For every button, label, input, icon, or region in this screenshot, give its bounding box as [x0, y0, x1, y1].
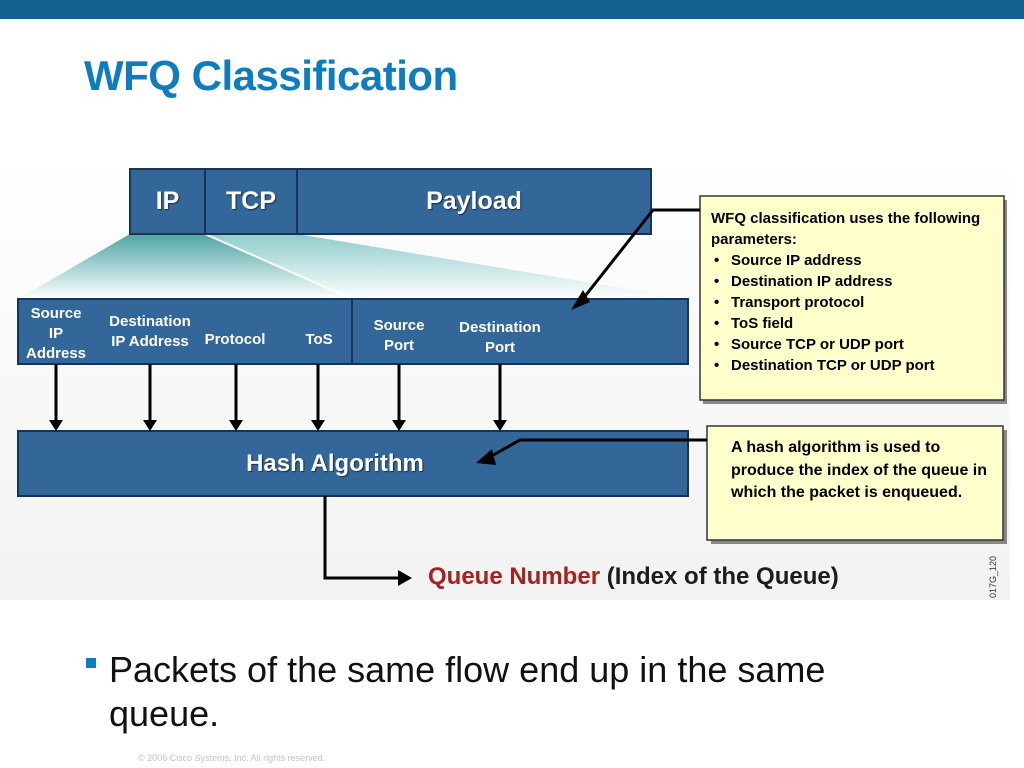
packet-payload-label: Payload: [426, 187, 522, 215]
field-source-ip: Source IP Address: [25, 305, 87, 362]
hash-algorithm-label: Hash Algorithm: [246, 449, 424, 477]
ip-fan: [18, 234, 352, 299]
params-callout: WFQ classification uses the following pa…: [711, 208, 999, 376]
params-list-item: •Source IP address: [714, 252, 862, 269]
field-protocol: Protocol: [204, 331, 266, 348]
field-destination-ip: Destination IP Address: [109, 313, 191, 350]
params-list: •Source IP address •Destination IP addre…: [711, 250, 999, 376]
bullet-text: Packets of the same flow end up in the s…: [109, 649, 826, 734]
tcp-fan: [205, 234, 688, 299]
params-callout-intro: WFQ classification uses the following pa…: [711, 210, 981, 248]
queue-number-suffix: (Index of the Queue): [606, 563, 839, 590]
packet-ip-label: IP: [155, 187, 180, 215]
copyright-notice: © 2006 Cisco Systems, Inc. All rights re…: [138, 753, 326, 763]
slide-title: WFQ Classification: [84, 52, 458, 99]
params-list-item: •Destination TCP or UDP port: [714, 357, 935, 374]
hash-callout-text: A hash algorithm is used to produce the …: [731, 439, 988, 501]
params-list-item: •Transport protocol: [714, 294, 865, 311]
packet-tcp-label: TCP: [226, 187, 276, 215]
bullet-square-icon: [86, 658, 96, 668]
field-destination-port: Destination Port: [459, 319, 541, 356]
figure-id: 017G_120: [988, 555, 998, 598]
queue-number: Queue Number (Index of the Queue): [428, 563, 839, 591]
params-list-item: •ToS field: [714, 315, 794, 332]
queue-number-label: Queue Number: [428, 563, 601, 590]
field-tos: ToS: [305, 331, 333, 348]
field-source-port: Source Port: [373, 317, 425, 354]
params-list-item: •Source TCP or UDP port: [714, 336, 904, 353]
top-banner: [0, 0, 1024, 19]
params-list-item: •Destination IP address: [714, 273, 893, 290]
